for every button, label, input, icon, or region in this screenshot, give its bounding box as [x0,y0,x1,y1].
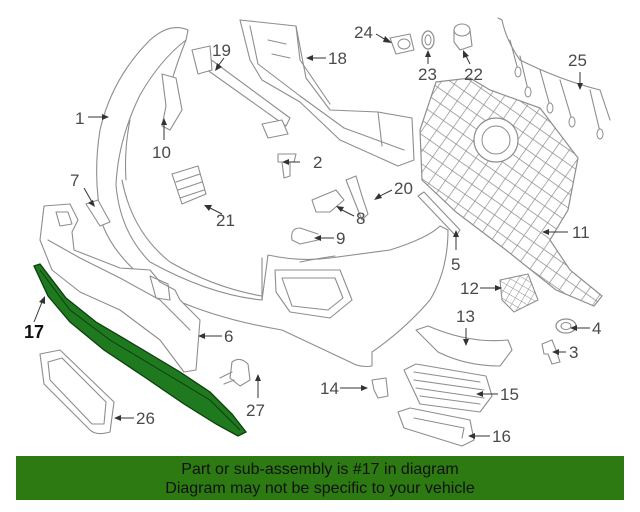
callout-25: 25 [568,51,587,70]
leader-lines [33,33,590,439]
callout-12: 12 [460,279,479,298]
sensor-part-24 [389,33,415,55]
energy-absorber-part [39,203,201,373]
vent-grille-part-12 [499,273,539,313]
bracket-part-7 [85,199,111,227]
washer-part-4 [555,318,577,334]
molding-strip-part-5 [417,191,461,237]
info-banner: Part or sub-assembly is #17 in diagram D… [16,456,624,500]
callout-14: 14 [320,379,339,398]
clip-part-14 [371,377,389,399]
trim-molding-part-13 [415,325,513,367]
callout-4: 4 [592,319,601,338]
callout-11: 11 [572,223,590,242]
callout-9: 9 [336,229,345,248]
clip-part-2 [277,153,297,179]
callout-8: 8 [356,209,365,228]
callout-24: 24 [354,23,373,42]
callout-2: 2 [313,153,322,172]
banner-line-1: Part or sub-assembly is #17 in diagram [181,461,459,478]
support-rail-part [191,45,291,139]
wiring-harness-part-25 [497,17,611,140]
callout-16: 16 [492,427,511,446]
grille-part-11 [419,77,603,307]
callout-17: 17 [24,322,44,342]
strut-part-20 [345,175,369,221]
impact-bar-part [239,19,415,167]
callout-18: 18 [328,49,347,68]
fog-grille-part-15 [403,363,493,413]
callout-22: 22 [464,65,483,84]
cover-part-8 [311,189,345,213]
callout-6: 6 [224,327,233,346]
callout-5: 5 [451,255,460,274]
callout-7: 7 [70,171,79,190]
sensor-part-22 [453,23,473,51]
banner-line-2: Diagram may not be specific to your vehi… [165,480,475,497]
lower-molding-part-16 [397,407,475,447]
callout-13: 13 [456,307,475,326]
callout-19: 19 [212,41,231,60]
license-plate-bracket-part [39,349,115,435]
sensor-part-27 [219,358,251,387]
bracket-part-10 [161,73,183,131]
ring-part-23 [421,30,435,50]
callout-15: 15 [500,385,519,404]
bolt-part-3 [541,339,561,365]
callout-23: 23 [418,65,437,84]
module-part-21 [171,165,207,205]
callout-3: 3 [569,343,578,362]
callout-1: 1 [75,109,84,128]
parts-diagram: 1 2 3 4 5 6 7 8 9 10 11 12 13 14 15 16 1… [24,17,611,447]
callout-labels: 1 2 3 4 5 6 7 8 9 10 11 12 13 14 15 16 1… [24,23,601,446]
callout-20: 20 [394,179,413,198]
lower-trim-part-17 [33,263,247,437]
callout-21: 21 [216,211,235,230]
bumper-cover-part [96,27,449,368]
callout-10: 10 [152,143,171,162]
tow-hook-part-9 [291,227,319,245]
callout-27: 27 [246,401,265,420]
callout-26: 26 [136,409,155,428]
